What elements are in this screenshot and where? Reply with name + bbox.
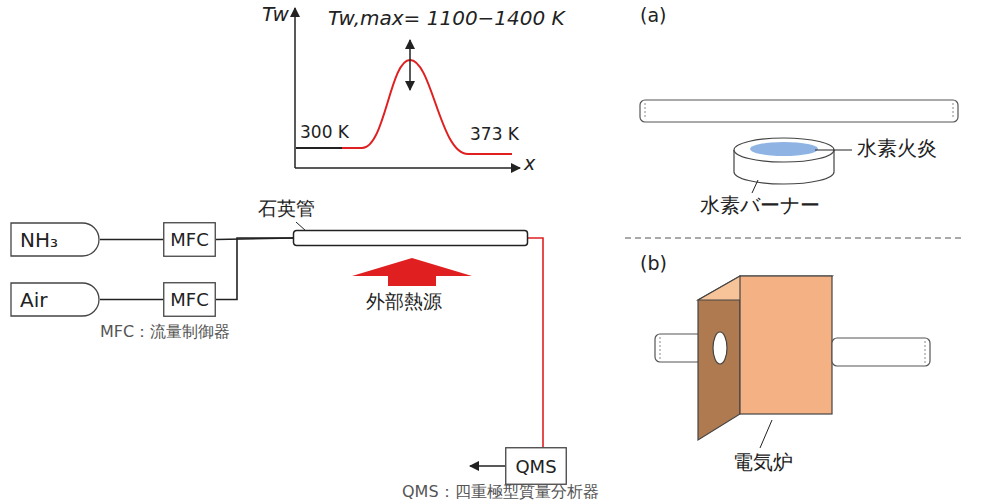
leader-line (760, 420, 772, 448)
node-text: QMS (515, 456, 556, 477)
connector (528, 238, 543, 447)
text-label: Tw,max= 1100−1400 K (328, 6, 565, 30)
range-arrow (409, 40, 411, 90)
leader-line (752, 180, 758, 193)
graph-axes (295, 8, 520, 168)
device-box: MFC (163, 222, 216, 257)
node-text: NH₃ (20, 228, 58, 252)
text-label: MFC：流量制御器 (100, 322, 230, 341)
text-label: Tw (262, 2, 289, 26)
text-label: 373 K (470, 124, 519, 144)
hydrogen-burner (734, 138, 834, 184)
device-box: QMS (505, 447, 567, 485)
leader-line (296, 222, 306, 231)
cylinder-outline (11, 283, 99, 316)
text-label: QMS：四重極型質量分析器 (402, 482, 599, 501)
box-outline (506, 448, 567, 485)
node-text: MFC (170, 229, 208, 250)
temperature-baseline (296, 147, 342, 149)
node-outline (293, 230, 528, 246)
connector (100, 299, 163, 301)
text-label: x (524, 152, 535, 175)
node-text: Air (20, 288, 47, 312)
node-text: MFC (170, 289, 208, 310)
tube-label: 石英管 (258, 196, 315, 222)
text-label: (a) (640, 4, 666, 27)
leader-line (815, 150, 852, 151)
text-label: 300 K (300, 122, 349, 142)
heat-arrow (352, 258, 472, 286)
box-outline (164, 223, 216, 257)
text-label: 水素バーナー (700, 193, 820, 217)
connector (216, 238, 293, 300)
text-label: 水素火炎 (857, 136, 937, 160)
tube-outline (294, 231, 528, 246)
device-box: MFC (163, 282, 216, 317)
exhaust-arrow (470, 465, 505, 467)
cylinder-outline (11, 223, 99, 256)
quartz-tube: 石英管 (293, 230, 528, 246)
tube-a (640, 100, 958, 122)
gas-cylinder: NH₃ (10, 222, 100, 257)
electric-furnace (655, 276, 930, 440)
text-label: 外部熱源 (366, 290, 442, 313)
gas-cylinder: Air (10, 282, 100, 317)
box-outline (164, 283, 216, 317)
connector (100, 239, 163, 241)
text-label: 電気炉 (733, 450, 793, 474)
separator (625, 237, 962, 238)
text-label: (b) (640, 252, 667, 275)
